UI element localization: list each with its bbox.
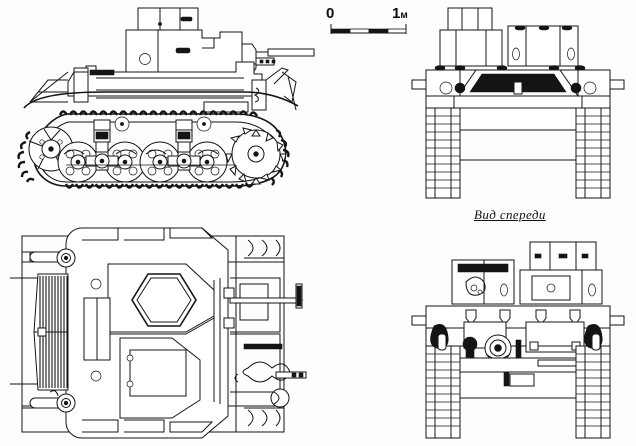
rear-view-graphic [411, 241, 625, 439]
scale-bar-graphic [330, 24, 407, 34]
return-rollers [114, 116, 212, 132]
view-front-elevation [404, 2, 632, 204]
bogie-rear [139, 119, 228, 183]
caption-front-view: Вид спереди [474, 206, 570, 226]
rear-track-left [425, 324, 461, 439]
hull-group [23, 61, 299, 113]
top-hull-hatches [83, 278, 111, 382]
front-track-right [575, 107, 611, 199]
track-links-bottom [64, 182, 255, 189]
track-links-front-curve [17, 130, 35, 183]
front-turret-group [434, 7, 586, 71]
top-corner-rollers [244, 239, 284, 427]
front-hull-group [411, 69, 625, 161]
caption-front-view-text: Вид спереди [474, 207, 546, 222]
track-links-top [58, 110, 259, 117]
rear-hull-group [411, 305, 625, 399]
view-plan-top [8, 222, 338, 444]
front-view-graphic [411, 7, 625, 199]
scale-label-end: 1м [392, 5, 408, 22]
top-view-graphic [10, 227, 307, 439]
view-side-elevation [8, 2, 338, 207]
turret-group [125, 7, 315, 78]
side-view-graphic [17, 7, 315, 189]
rear-turret-group [451, 241, 603, 305]
top-front-deck [213, 277, 307, 408]
drive-sprocket [225, 127, 287, 185]
top-rear-towhooks [10, 248, 76, 413]
track-links-rear-curve [270, 128, 290, 186]
rear-fasteners [465, 309, 581, 323]
top-engine-grille [33, 273, 69, 391]
scale-bar: 0 1м [326, 6, 426, 40]
view-rear-elevation [404, 232, 632, 444]
bogie-front [57, 119, 146, 183]
front-track-left [425, 107, 461, 199]
scale-label-start: 0 [326, 5, 335, 22]
rear-track-right [575, 324, 611, 439]
